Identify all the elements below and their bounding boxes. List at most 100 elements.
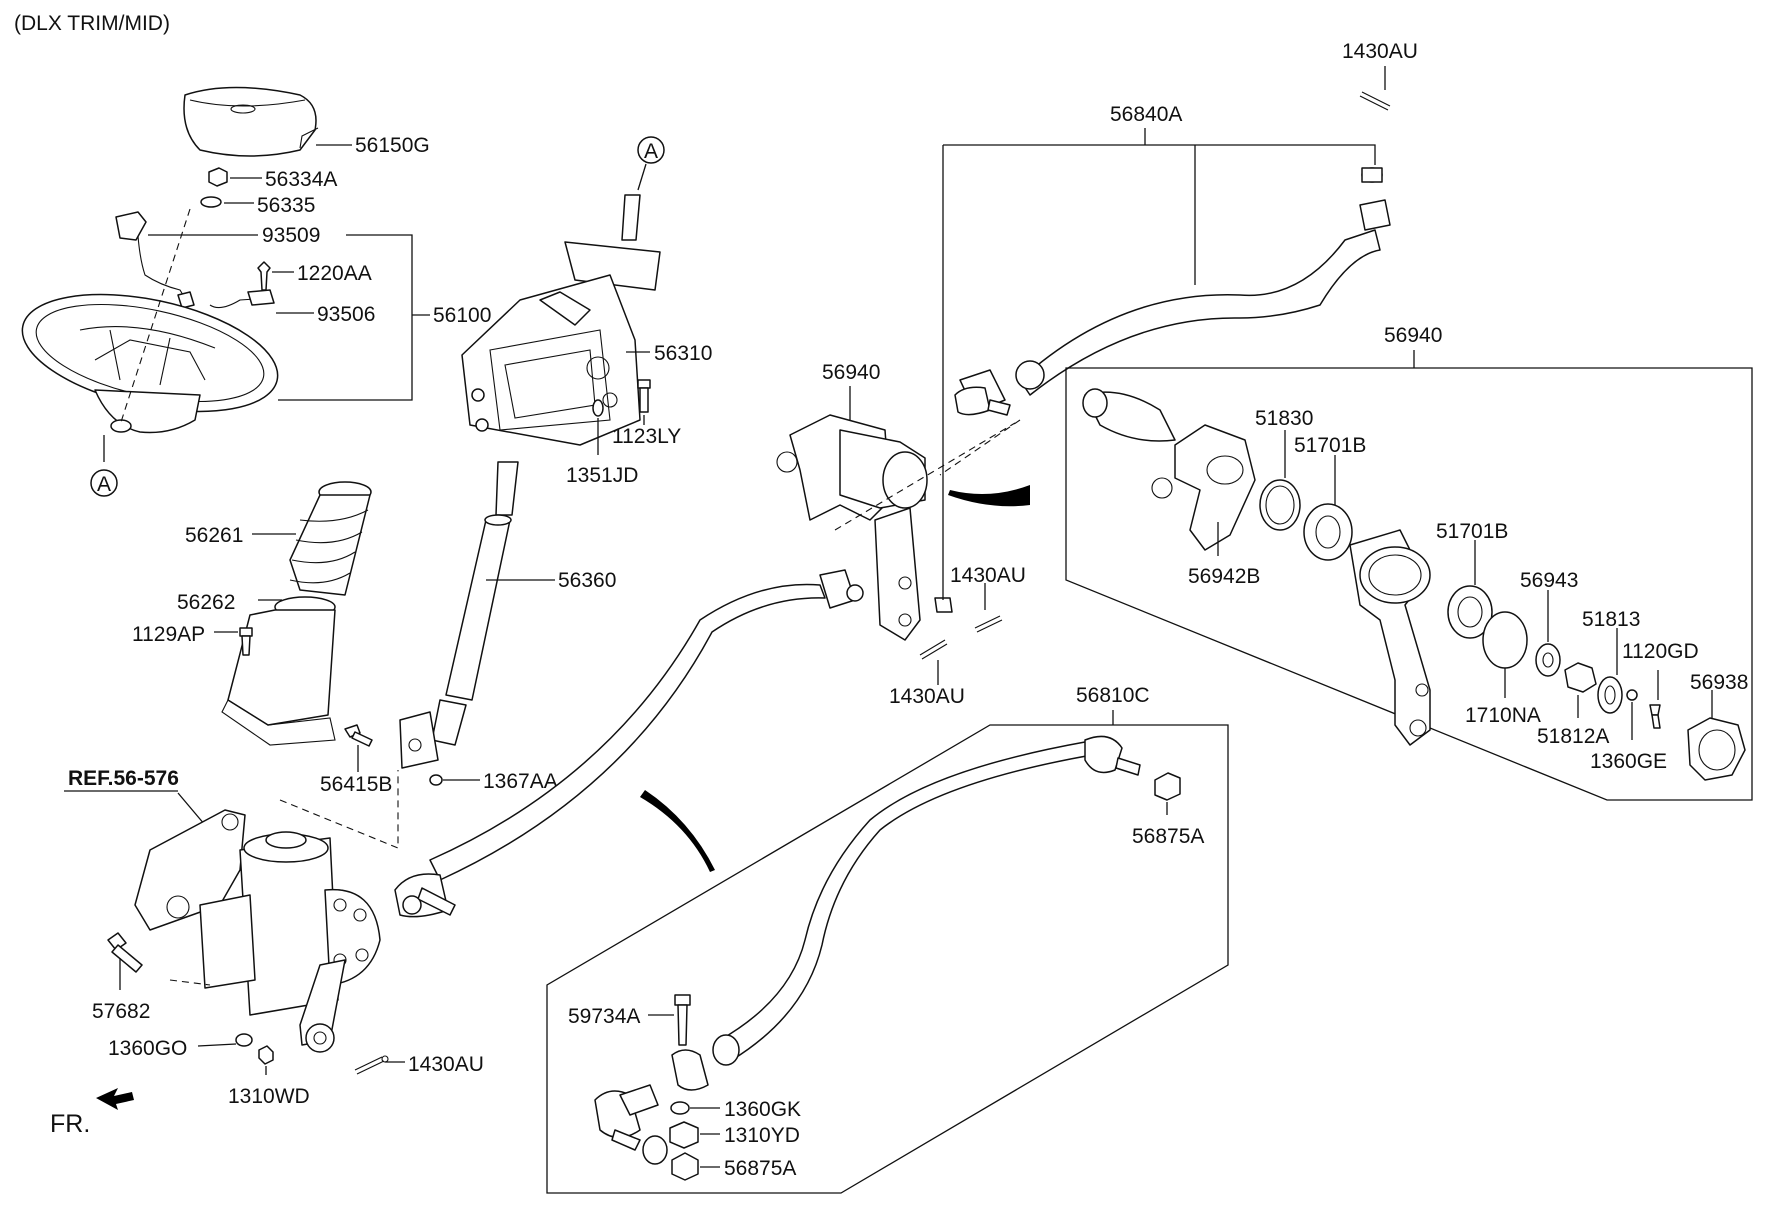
part-label-1430AU-gear[interactable]: 1430AU — [408, 1053, 484, 1076]
svg-text:A: A — [97, 473, 111, 496]
bolt-icon[interactable] — [239, 627, 253, 656]
cotter-pin-icon[interactable] — [919, 639, 948, 660]
part-label-51813[interactable]: 51813 — [1582, 608, 1640, 631]
part-label-1360GO[interactable]: 1360GO — [108, 1037, 187, 1060]
intermediate-shaft[interactable] — [399, 461, 519, 769]
nut-icon[interactable] — [208, 167, 228, 187]
connector-marker-a-bottom: A — [90, 469, 118, 497]
cotter-pin-icon[interactable] — [974, 615, 1003, 633]
part-label-51830[interactable]: 51830 — [1255, 407, 1313, 430]
idler-bracket[interactable] — [1151, 424, 1256, 551]
bolt-icon[interactable] — [637, 379, 651, 413]
nut-icon[interactable] — [669, 1121, 699, 1149]
part-label-1430AU-arm-bottom[interactable]: 1430AU — [889, 685, 965, 708]
part-label-1310WD[interactable]: 1310WD — [228, 1085, 310, 1108]
o-ring-icon[interactable] — [1482, 611, 1528, 669]
nipple-icon[interactable] — [1626, 689, 1638, 701]
horn-pad-cover[interactable] — [183, 86, 319, 157]
motion-arrow-icon — [948, 485, 1030, 507]
reference-label[interactable]: REF.56-576 — [68, 767, 179, 790]
part-label-57682[interactable]: 57682 — [92, 1000, 150, 1023]
part-label-56150G[interactable]: 56150G — [355, 134, 430, 157]
part-label-1360GK[interactable]: 1360GK — [724, 1098, 801, 1121]
part-label-56415B[interactable]: 56415B — [320, 773, 392, 796]
part-label-1351JD[interactable]: 1351JD — [566, 464, 638, 487]
part-label-56810C[interactable]: 56810C — [1076, 684, 1150, 707]
part-label-1430AU-arm-right[interactable]: 1430AU — [950, 564, 1026, 587]
part-label-51812A[interactable]: 51812A — [1537, 725, 1609, 748]
ball-joint-end[interactable] — [594, 1084, 659, 1151]
part-label-51701B-b[interactable]: 51701B — [1436, 520, 1508, 543]
column-cover-plate[interactable] — [221, 596, 336, 746]
washer-icon[interactable] — [670, 1101, 690, 1115]
part-label-1129AP[interactable]: 1129AP — [132, 623, 205, 646]
part-label-56334A[interactable]: 56334A — [265, 168, 337, 191]
part-label-1430AU-top[interactable]: 1430AU — [1342, 40, 1418, 63]
bolt-icon[interactable] — [107, 932, 143, 973]
idler-arm-assembly[interactable] — [776, 414, 953, 641]
screw-icon[interactable] — [257, 261, 271, 291]
bolt-icon[interactable] — [674, 994, 691, 1046]
cap-icon[interactable] — [1687, 717, 1746, 781]
seal-ring-icon[interactable] — [1259, 479, 1301, 531]
nut-icon[interactable] — [235, 1033, 253, 1047]
part-label-1220AA[interactable]: 1220AA — [297, 262, 372, 285]
bearing-icon[interactable] — [1447, 585, 1493, 639]
part-label-93509[interactable]: 93509 — [262, 224, 320, 247]
part-label-1120GD[interactable]: 1120GD — [1622, 640, 1699, 663]
part-label-56262[interactable]: 56262 — [177, 591, 235, 614]
idler-arm-housing[interactable] — [1349, 529, 1431, 746]
motion-arrow-icon — [640, 790, 715, 872]
part-label-56360[interactable]: 56360 — [558, 569, 616, 592]
clock-spring-wiring[interactable] — [115, 211, 275, 309]
bolt-icon[interactable] — [1649, 704, 1661, 729]
bolt-icon[interactable] — [344, 724, 373, 747]
part-label-93506[interactable]: 93506 — [317, 303, 375, 326]
castle-nut-icon[interactable] — [1154, 772, 1181, 801]
part-label-1367AA[interactable]: 1367AA — [483, 770, 558, 793]
steering-boot[interactable] — [289, 481, 372, 596]
part-label-56875A-a[interactable]: 56875A — [1132, 825, 1204, 848]
part-label-56943[interactable]: 56943 — [1520, 569, 1578, 592]
part-label-56942B[interactable]: 56942B — [1188, 565, 1260, 588]
part-label-56875A-b[interactable]: 56875A — [724, 1157, 796, 1180]
washer-icon[interactable] — [592, 399, 604, 417]
nut-icon[interactable] — [429, 774, 443, 786]
part-label-56940-arm[interactable]: 56940 — [822, 361, 880, 384]
front-marker: FR. — [50, 1110, 90, 1138]
steering-gear-box[interactable] — [134, 809, 381, 1053]
part-label-1123LY[interactable]: 1123LY — [612, 425, 681, 448]
part-label-59734A[interactable]: 59734A — [568, 1005, 640, 1028]
part-label-1360GE[interactable]: 1360GE — [1590, 750, 1667, 773]
svg-text:A: A — [644, 140, 658, 163]
part-label-56335[interactable]: 56335 — [257, 194, 315, 217]
steering-wheel[interactable] — [12, 274, 288, 434]
part-label-56100[interactable]: 56100 — [433, 304, 491, 327]
drag-link[interactable] — [394, 569, 864, 918]
drag-link-rod[interactable] — [712, 735, 1141, 1066]
part-label-1710NA[interactable]: 1710NA — [1465, 704, 1541, 727]
part-label-1310YD[interactable]: 1310YD — [724, 1124, 800, 1147]
tie-rod-assembly[interactable] — [954, 167, 1391, 416]
part-label-56261[interactable]: 56261 — [185, 524, 243, 547]
steering-column-assembly[interactable] — [461, 194, 661, 446]
part-label-51701B-a[interactable]: 51701B — [1294, 434, 1366, 457]
washer-icon[interactable] — [1535, 643, 1561, 677]
part-label-56938[interactable]: 56938 — [1690, 671, 1748, 694]
part-label-56840A[interactable]: 56840A — [1110, 103, 1182, 126]
idler-shaft-bolt[interactable] — [1082, 388, 1176, 442]
bearing-icon[interactable] — [1303, 503, 1353, 561]
castle-nut-icon[interactable] — [671, 1152, 699, 1181]
washer-icon[interactable] — [200, 196, 222, 208]
front-arrow-icon — [96, 1088, 134, 1110]
seal-icon[interactable] — [642, 1135, 668, 1165]
clamp-icon[interactable] — [671, 1049, 709, 1091]
cotter-pin-icon[interactable] — [1359, 91, 1391, 111]
nut-icon[interactable] — [1564, 662, 1597, 693]
part-label-56940-box[interactable]: 56940 — [1384, 324, 1442, 347]
part-label-56310[interactable]: 56310 — [654, 342, 712, 365]
lock-washer-icon[interactable] — [1597, 676, 1623, 714]
nut-icon[interactable] — [258, 1045, 274, 1065]
cotter-pin-icon[interactable] — [354, 1055, 389, 1075]
